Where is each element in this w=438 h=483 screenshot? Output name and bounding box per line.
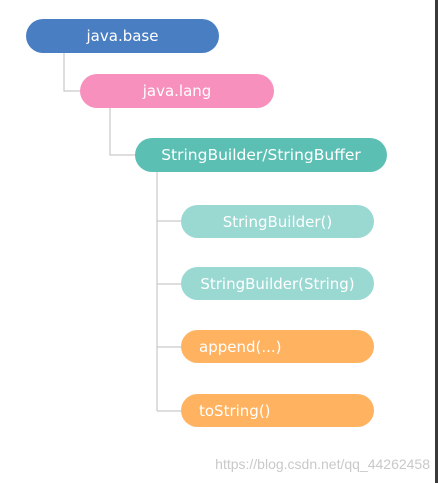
node-stringbuilder-stringbuffer-label: StringBuilder/StringBuffer xyxy=(161,146,361,164)
node-append-method: append(...) xyxy=(181,330,374,363)
node-stringbuilder-constructor-label: StringBuilder() xyxy=(222,212,333,231)
node-java-base: java.base xyxy=(26,19,219,53)
connector-root-lang xyxy=(63,53,80,92)
watermark: https://blog.csdn.net/qq_44262458 xyxy=(215,456,430,472)
node-append-method-label: append(...) xyxy=(199,337,282,356)
node-java-lang: java.lang xyxy=(80,74,274,108)
node-stringbuilder-stringbuffer: StringBuilder/StringBuffer xyxy=(135,138,387,172)
node-java-base-label: java.base xyxy=(86,27,159,45)
node-tostring-method-label: toString() xyxy=(199,401,271,420)
node-stringbuilder-string-constructor: StringBuilder(String) xyxy=(181,267,374,300)
node-tostring-method: toString() xyxy=(181,394,374,427)
node-java-lang-label: java.lang xyxy=(142,82,212,100)
node-stringbuilder-string-constructor-label: StringBuilder(String) xyxy=(200,274,355,293)
connector-lang-sb xyxy=(109,108,135,156)
frame-border xyxy=(435,0,438,483)
node-stringbuilder-constructor: StringBuilder() xyxy=(181,205,374,238)
